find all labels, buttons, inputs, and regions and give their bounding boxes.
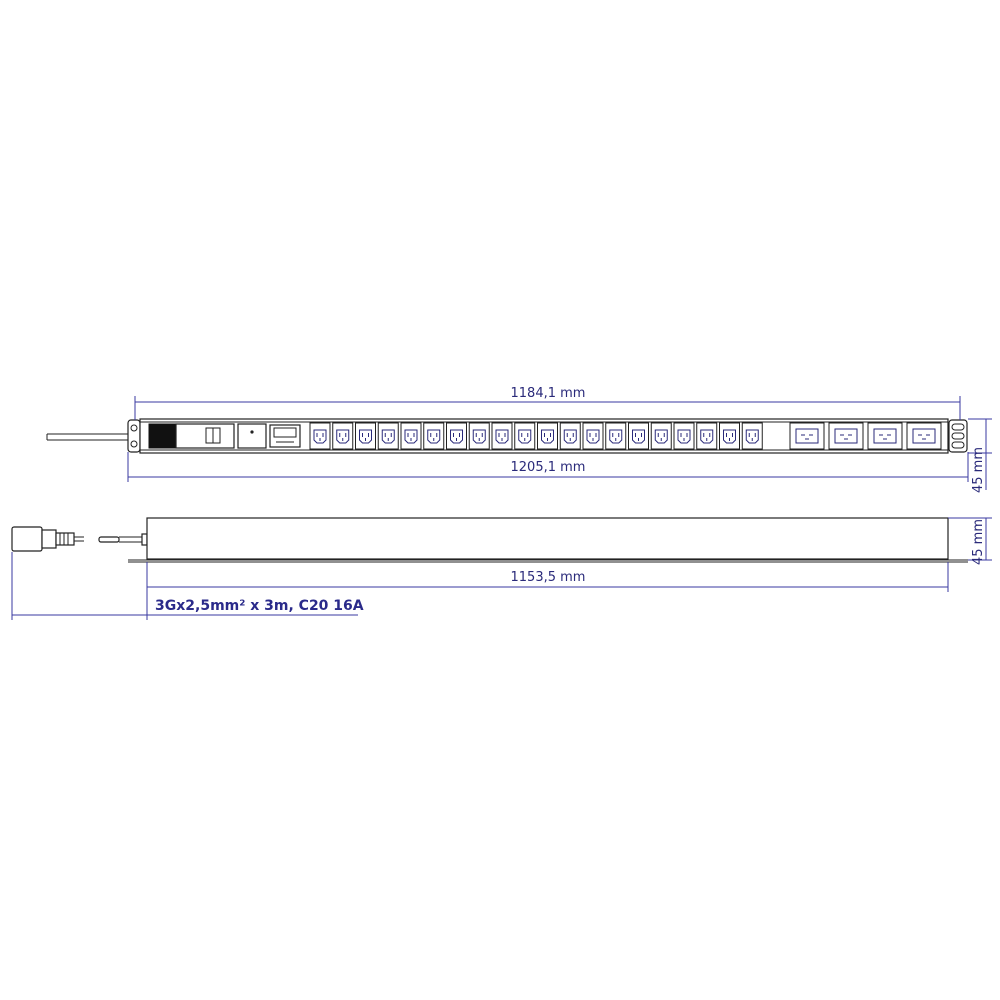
right-bracket-slot-3 bbox=[951, 441, 965, 449]
c13-outlet bbox=[423, 422, 445, 450]
dim-height-front-label: 45 mm bbox=[971, 447, 986, 493]
c13-outlet bbox=[377, 422, 399, 450]
c13-outlet bbox=[537, 422, 558, 450]
dim-total-length-label: 1205,1 mm bbox=[511, 460, 586, 475]
c19-outlet bbox=[867, 422, 903, 450]
c20-plug-neck bbox=[41, 529, 57, 549]
c19-outlet bbox=[906, 422, 942, 450]
c13-outlet bbox=[696, 422, 718, 450]
dim-height-side-label: 45 mm bbox=[971, 519, 986, 565]
right-mounting-bracket bbox=[948, 419, 968, 453]
c13-outlet-row bbox=[309, 422, 763, 450]
cable-spec-label: 3Gx2,5mm² x 3m, C20 16A bbox=[155, 598, 364, 614]
side-dimensions: 45 mm 1153,5 mm 3Gx2,5mm² x 3m, C20 16A bbox=[11, 517, 992, 620]
cable-break-end bbox=[98, 536, 120, 543]
left-bracket-hole-top bbox=[130, 424, 138, 432]
c13-outlet bbox=[514, 422, 536, 450]
c13-outlet bbox=[468, 422, 490, 450]
c19-outlet-row bbox=[789, 422, 942, 450]
c13-outlet bbox=[559, 422, 581, 450]
circuit-breaker bbox=[175, 423, 235, 449]
c20-plug bbox=[11, 526, 43, 552]
c13-outlet bbox=[673, 422, 695, 450]
c13-outlet bbox=[719, 422, 740, 450]
c13-outlet bbox=[309, 422, 331, 450]
front-view bbox=[46, 418, 968, 454]
side-view bbox=[11, 517, 968, 563]
c19-outlet bbox=[789, 422, 825, 450]
dim-body-length-label: 1153,5 mm bbox=[511, 570, 586, 585]
power-inlet bbox=[148, 423, 176, 449]
dim-front-length-label: 1184,1 mm bbox=[511, 386, 586, 401]
c13-outlet bbox=[741, 422, 763, 450]
c13-outlet bbox=[355, 422, 376, 450]
c13-outlet bbox=[332, 422, 354, 450]
right-bracket-slot-1 bbox=[951, 423, 965, 431]
c13-outlet bbox=[400, 422, 422, 450]
left-bracket-hole-bottom bbox=[130, 440, 138, 448]
side-cable-gland bbox=[141, 533, 148, 546]
c13-outlet bbox=[491, 422, 513, 450]
pdu-side-body bbox=[146, 517, 949, 560]
c13-outlet bbox=[582, 422, 604, 450]
indicator-panel bbox=[237, 423, 267, 449]
indicator-led bbox=[250, 430, 254, 434]
c19-outlet bbox=[828, 422, 864, 450]
c13-outlet bbox=[605, 422, 627, 450]
c13-outlet bbox=[446, 422, 467, 450]
cable-strain-relief bbox=[55, 532, 75, 546]
right-bracket-slot-2 bbox=[951, 432, 965, 440]
c13-outlet bbox=[650, 422, 672, 450]
front-dimensions: 1184,1 mm 1205,1 mm 45 mm bbox=[127, 386, 992, 493]
meter-screen bbox=[273, 427, 297, 438]
c13-outlet bbox=[628, 422, 649, 450]
